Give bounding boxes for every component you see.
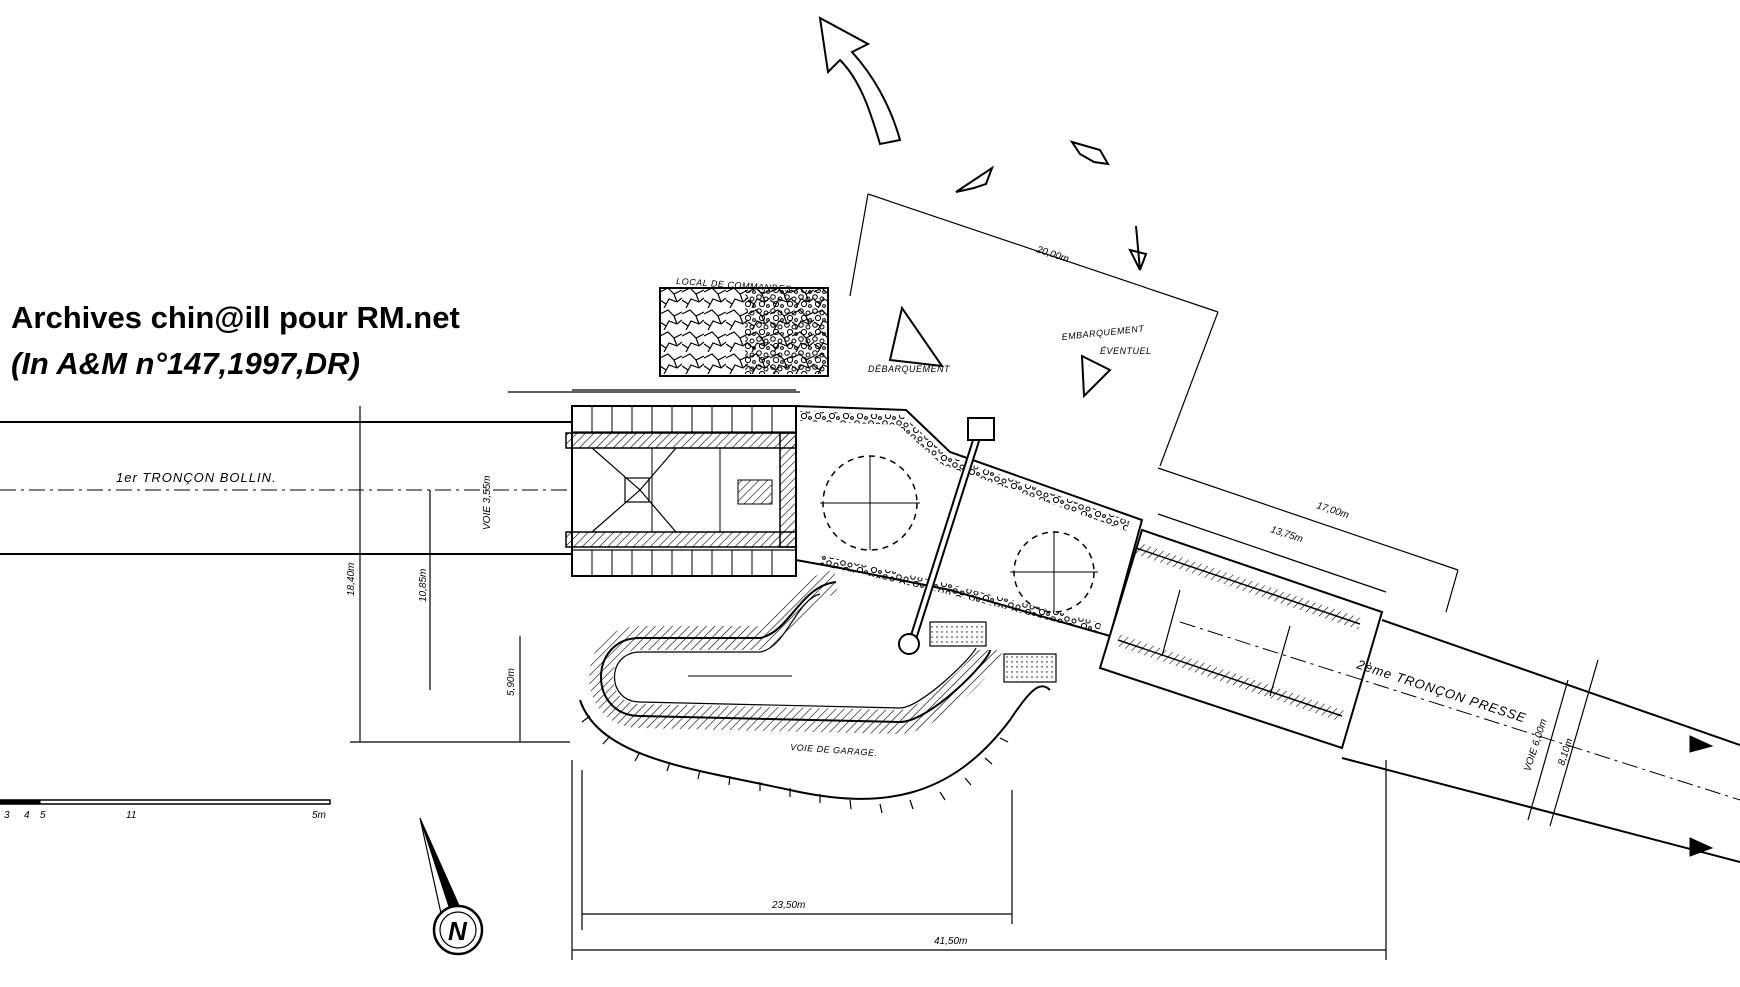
label-debarquement: DÉBARQUEMENT xyxy=(868,364,951,374)
scale-tick-5m: 5m xyxy=(312,810,326,821)
dim-5-90: 5,90m xyxy=(506,668,517,696)
dimension-lines xyxy=(350,193,1599,960)
siding-loop xyxy=(589,570,1002,735)
dim-17-00: 17,00m xyxy=(1315,500,1350,521)
scale-tick-5: 5 xyxy=(40,810,46,821)
ground-contour xyxy=(579,685,1051,814)
right-platform xyxy=(1098,528,1384,750)
scale-bar xyxy=(0,799,331,805)
dim-18-40: 18,40m xyxy=(346,563,357,596)
scale-tick-4: 4 xyxy=(24,810,30,821)
dim-13-75: 13,75m xyxy=(1269,524,1304,545)
dim-10-85: 10,85m xyxy=(418,569,429,602)
label-voie-garage: VOIE DE GARAGE. xyxy=(790,742,878,758)
label-troncon-1: 1er TRONÇON BOLLIN. xyxy=(116,470,277,485)
flow-arrows xyxy=(818,16,1148,399)
dim-23-50: 23,50m xyxy=(771,900,805,911)
control-room xyxy=(659,287,829,377)
label-embarquement-2: ÉVENTUEL xyxy=(1100,346,1152,356)
dim-voie-2: VOIE 6,00m xyxy=(1522,718,1549,773)
scale-tick-3: 3 xyxy=(4,810,10,821)
scale-tick-11: 11 xyxy=(126,810,136,821)
dim-20-00: 20,00m xyxy=(1034,244,1070,265)
credit-line-1: Archives chin@ill pour RM.net xyxy=(11,300,460,335)
label-embarquement-1: EMBARQUEMENT xyxy=(1061,323,1146,342)
dim-41-50: 41,50m xyxy=(934,936,967,947)
dim-voie-1: VOIE 3,55m xyxy=(482,476,493,530)
credit-line-2: (In A&M n°147,1997,DR) xyxy=(11,346,360,381)
track-section-1 xyxy=(0,421,800,555)
compass-north-label: N xyxy=(448,916,468,946)
left-platform xyxy=(565,405,797,577)
turntable-body xyxy=(795,404,1144,683)
track-section-2 xyxy=(1179,619,1740,863)
dim-8-10: 8,10m xyxy=(1556,737,1575,767)
compass-icon xyxy=(419,817,484,956)
label-troncon-2: 2ème TRONÇON PRESSE xyxy=(1354,656,1528,725)
